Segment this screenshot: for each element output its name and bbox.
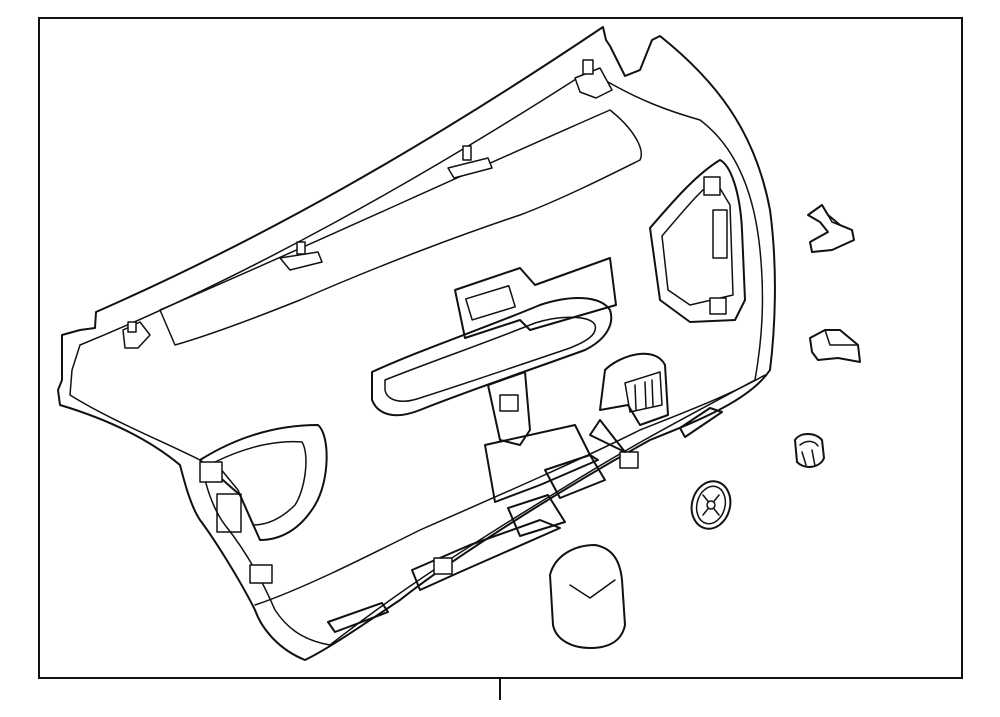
retainer-clip (809, 329, 861, 363)
top-clip-mid-left (279, 241, 323, 271)
top-clip-right (574, 59, 613, 99)
liftgate-trim-panel (57, 26, 776, 661)
top-clip-left (122, 321, 151, 349)
round-cover-cap (690, 480, 732, 530)
bracket-clip (807, 204, 855, 253)
push-pin-fastener (794, 433, 825, 468)
top-clip-mid-right (447, 145, 493, 179)
access-cover-lid (549, 544, 626, 649)
